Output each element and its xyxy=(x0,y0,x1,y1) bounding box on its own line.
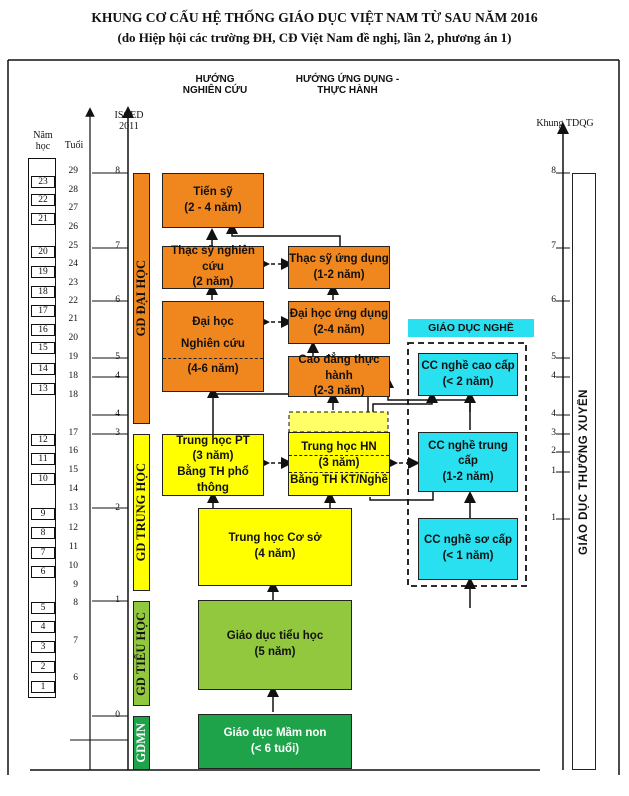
isced-level: 1 xyxy=(115,595,120,605)
school-year-label: 18 xyxy=(31,286,55,298)
box-tien-sy: Tiến sỹ(2 - 4 năm) xyxy=(162,173,264,228)
box-trung-hoc-co-so: Trung học Cơ sở(4 năm) xyxy=(198,508,352,586)
age-label: 26 xyxy=(68,222,79,232)
school-year-label: 15 xyxy=(31,342,55,354)
age-label: 11 xyxy=(68,542,78,552)
box-cc-nghe-so-cap: CC nghề sơ cấp(< 1 năm) xyxy=(418,518,518,580)
age-label: 25 xyxy=(68,241,79,251)
age-label: 29 xyxy=(68,166,79,176)
tdqg-level: 1 xyxy=(551,466,556,476)
tdqg-level: 1 xyxy=(551,513,556,523)
tdqg-header: Khung TDQG xyxy=(536,118,594,129)
isced-level: 8 xyxy=(115,166,120,176)
tuoi-header: Tuổi xyxy=(64,140,84,151)
age-label: 23 xyxy=(68,278,79,288)
school-year-label: 6 xyxy=(31,566,55,578)
band-tieu-hoc: GD TIỂU HỌC xyxy=(133,601,150,706)
tdqg-level: 2 xyxy=(551,446,556,456)
school-year-label: 5 xyxy=(31,602,55,614)
school-year-label: 21 xyxy=(31,213,55,225)
tdqg-level: 3 xyxy=(551,428,556,438)
age-label: 22 xyxy=(68,296,79,306)
isced-level: 6 xyxy=(115,295,120,305)
age-label: 18 xyxy=(68,371,79,381)
box-giao-duc-tieu-hoc: Giáo dục tiểu học(5 năm) xyxy=(198,600,352,690)
tdqg-level: 6 xyxy=(551,295,556,305)
isced-level: 0 xyxy=(115,710,120,720)
isced-level: 4 xyxy=(115,371,120,381)
age-label: 16 xyxy=(68,446,79,456)
band-mam-non: GDMN xyxy=(133,716,150,770)
school-year-label: 8 xyxy=(31,527,55,539)
tdqg-level: 7 xyxy=(551,241,556,251)
school-year-label: 13 xyxy=(31,383,55,395)
age-label: 17 xyxy=(68,428,79,438)
box-dai-hoc-ung-dung: Đại học ứng dụng(2-4 năm) xyxy=(288,301,390,344)
band-thuong-xuyen: GIÁO DỤC THƯỜNG XUYÊN xyxy=(572,173,596,770)
band-dai-hoc: GD ĐẠI HỌC xyxy=(133,173,150,424)
school-year-label: 14 xyxy=(31,363,55,375)
isced-level: 3 xyxy=(115,428,120,438)
box-giao-duc-mam-non: Giáo dục Mầm non(< 6 tuổi) xyxy=(198,714,352,769)
box-trung-hoc-pt: Trung học PT(3 năm)Bằng TH phổ thông xyxy=(162,434,264,496)
age-label: 15 xyxy=(68,465,79,475)
school-year-label: 23 xyxy=(31,176,55,188)
tdqg-level: 8 xyxy=(551,166,556,176)
age-label: 19 xyxy=(68,352,79,362)
age-label: 9 xyxy=(73,580,78,590)
age-label: 8 xyxy=(73,598,78,608)
school-year-label: 10 xyxy=(31,473,55,485)
age-label: 18 xyxy=(68,390,79,400)
isced-level: 7 xyxy=(115,241,120,251)
school-year-label: 17 xyxy=(31,305,55,317)
school-year-label: 3 xyxy=(31,641,55,653)
age-label: 28 xyxy=(68,185,79,195)
age-label: 14 xyxy=(68,484,79,494)
box-cao-dang-thuc-hanh: Cao đẳng thực hành(2-3 năm) xyxy=(288,354,390,397)
tdqg-level: 4 xyxy=(551,409,556,419)
age-label: 6 xyxy=(73,673,78,683)
age-label: 24 xyxy=(68,259,79,269)
box-cc-nghe-trung-cap: CC nghề trung cấp(1-2 năm) xyxy=(418,432,518,492)
applied-header: HƯỚNG ỨNG DỤNG -THỰC HÀNH xyxy=(295,74,400,96)
school-year-label: 2 xyxy=(31,661,55,673)
box-trung-hoc-hn: Trung học HN (3 năm) Bằng TH KT/Nghề xyxy=(288,432,390,496)
box-thac-sy-nghien-cuu: Thạc sỹ nghiên cứu(2 năm) xyxy=(162,245,264,289)
school-year-label: 16 xyxy=(31,324,55,336)
band-trung-hoc: GD TRUNG HỌC xyxy=(133,434,150,591)
school-year-label: 19 xyxy=(31,266,55,278)
diagram-title: KHUNG CƠ CẤU HỆ THỐNG GIÁO DỤC VIỆT NAM … xyxy=(91,10,538,25)
age-label: 27 xyxy=(68,203,79,213)
school-year-label: 11 xyxy=(31,453,55,465)
box-cc-nghe-cao-cap: CC nghề cao cấp(< 2 năm) xyxy=(418,353,518,396)
school-year-label: 7 xyxy=(31,547,55,559)
box-thac-sy-ung-dung: Thạc sỹ ứng dụng(1-2 năm) xyxy=(288,246,390,289)
age-label: 7 xyxy=(73,636,78,646)
age-label: 13 xyxy=(68,503,79,513)
school-year-label: 22 xyxy=(31,194,55,206)
vocational-header: GIÁO DỤC NGHỀ xyxy=(408,319,534,337)
school-year-label: 12 xyxy=(31,434,55,446)
tdqg-level: 5 xyxy=(551,352,556,362)
age-label: 21 xyxy=(68,314,79,324)
school-year-label: 9 xyxy=(31,508,55,520)
age-label: 10 xyxy=(68,561,79,571)
school-year-label: 20 xyxy=(31,246,55,258)
school-year-label: 4 xyxy=(31,621,55,633)
tdqg-level: 4 xyxy=(551,371,556,381)
isced-level: 5 xyxy=(115,352,120,362)
age-label: 20 xyxy=(68,333,79,343)
diagram-subtitle: (do Hiệp hội các trường ĐH, CĐ Việt Nam … xyxy=(117,30,512,45)
isced-level: 4 xyxy=(115,409,120,419)
isced-level: 2 xyxy=(115,503,120,513)
age-label: 12 xyxy=(68,523,79,533)
school-year-label: 1 xyxy=(31,681,55,693)
